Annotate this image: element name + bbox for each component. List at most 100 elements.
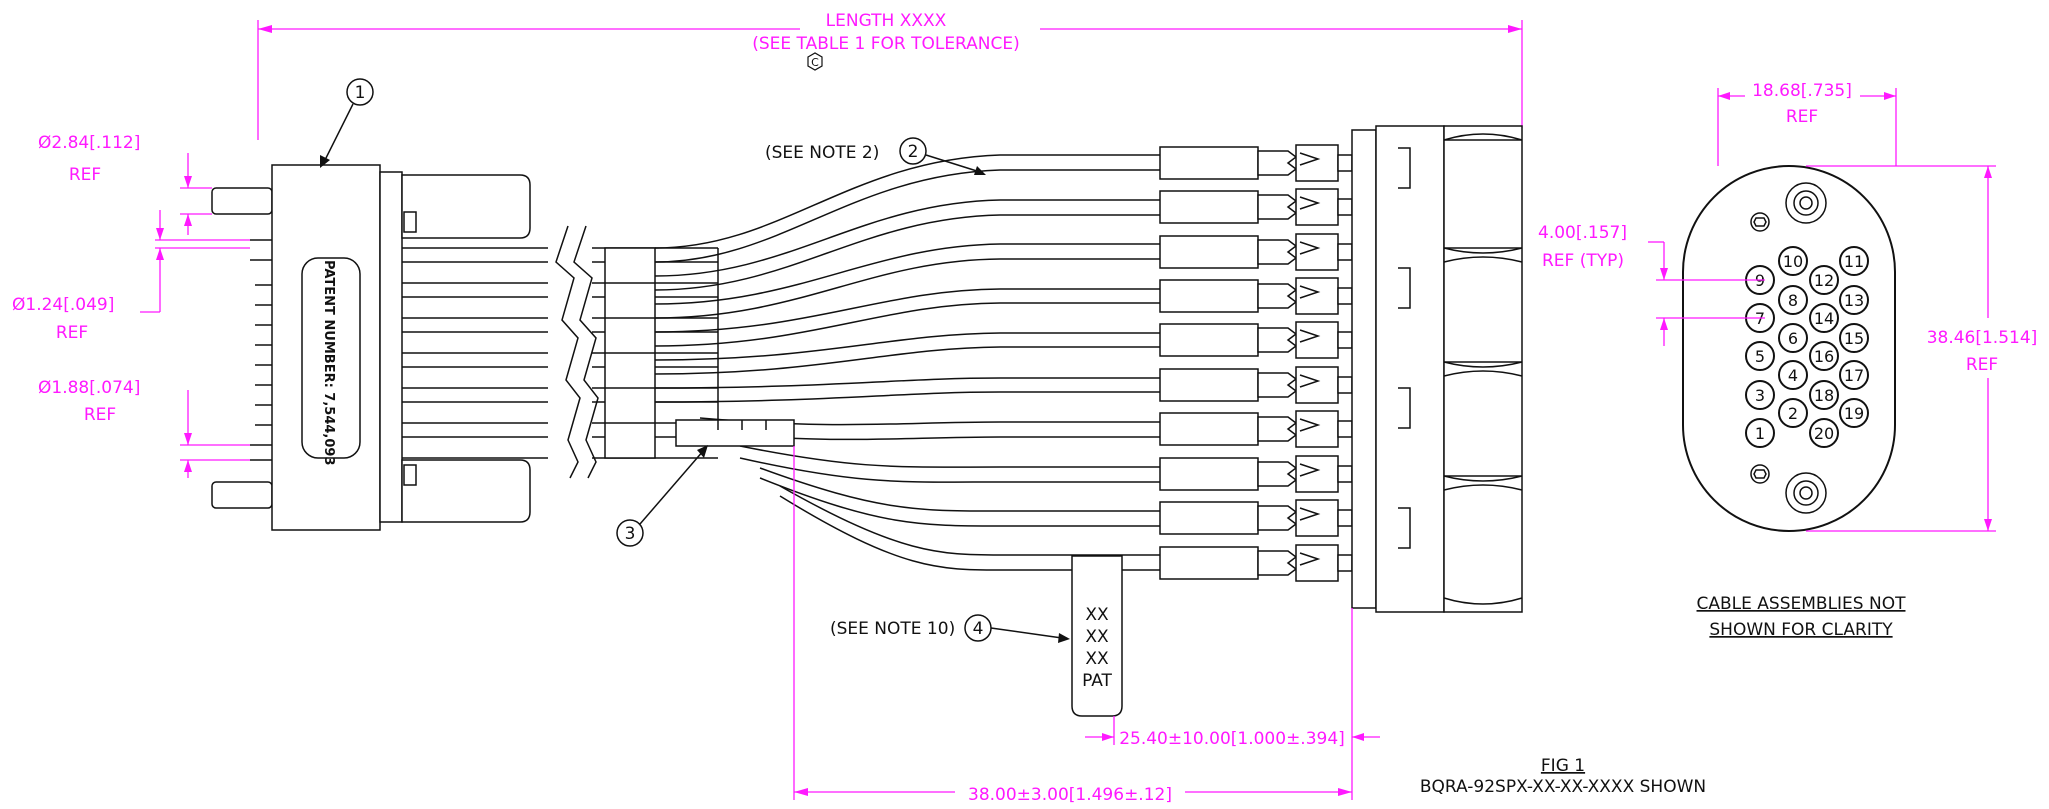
dim-pin-mid: Ø1.88[.074] (38, 378, 140, 398)
note-2-text: (SEE NOTE 2) (765, 143, 879, 163)
latch-tab-bottom (403, 464, 417, 486)
datum-c-label: C (811, 56, 819, 69)
rear-latch-bottom (401, 459, 531, 523)
ferrule (1159, 366, 1353, 404)
contact-socket (1778, 398, 1808, 428)
contact-number: 5 (1755, 347, 1765, 366)
contact-socket (1745, 380, 1775, 410)
contact-number: 8 (1788, 291, 1798, 310)
ferrule (1159, 233, 1353, 271)
contact-socket (1745, 418, 1775, 448)
contact-socket (1809, 341, 1839, 371)
dim-height: 38.46[1.514] (1927, 328, 2038, 348)
tag-line-1: XX (1085, 605, 1109, 625)
captions: CABLE ASSEMBLIES NOT SHOWN FOR CLARITY F… (1420, 594, 1906, 797)
contact-number: 20 (1814, 424, 1834, 443)
contact-number: 4 (1788, 366, 1798, 385)
dim-label-offset: 38.00±3.00[1.496±.12] (968, 785, 1172, 805)
bottom-dimensions: 25.40±10.00[1.000±.394] 38.00±3.00[1.496… (793, 446, 1380, 805)
dim-width-top-ref: REF (1786, 107, 1818, 127)
figure-caption: BQRA-92SPX-XX-XX-XXXX SHOWN (1420, 777, 1706, 797)
item-4-arrow (1058, 633, 1070, 643)
ferrule (1159, 321, 1353, 359)
contact-number: 15 (1844, 329, 1864, 348)
clarity-note-line-2: SHOWN FOR CLARITY (1709, 620, 1893, 640)
contact-socket (1778, 246, 1808, 276)
left-diameter-dimensions: Ø2.84[.112] REF Ø1.24[.049] REF Ø1.88[.0… (12, 133, 250, 478)
dim-socket-ref: REF (56, 323, 88, 343)
cable-sleeve (604, 247, 656, 459)
ferrule (1159, 188, 1353, 226)
contact-pin-stubs (250, 239, 272, 461)
contact-number: 11 (1844, 252, 1864, 271)
alignment-hex-top (1750, 212, 1770, 232)
item-1-arrow (320, 155, 330, 168)
contact-number: 13 (1844, 291, 1864, 310)
contact-socket (1809, 303, 1839, 333)
ferrule (1159, 499, 1353, 537)
item-2-callout: (SEE NOTE 2) 2 (765, 137, 986, 175)
dim-pin-large: Ø2.84[.112] (38, 133, 140, 153)
cable-fanout (654, 154, 1160, 571)
contact-socket (1809, 265, 1839, 295)
item-2-number: 2 (908, 142, 919, 162)
dim-pitch-ref: REF (TYP) (1542, 251, 1624, 271)
contact-socket (1778, 323, 1808, 353)
cable-ferrules (1159, 144, 1353, 582)
ferrule (1159, 544, 1353, 582)
contact-socket (1839, 246, 1869, 276)
length-title: LENGTH XXXX (826, 11, 947, 31)
item-3-arrow (697, 445, 708, 458)
contact-socket (1778, 360, 1808, 390)
figure-number: FIG 1 (1541, 756, 1585, 776)
item-2-balloon (899, 137, 927, 165)
tag-body (1071, 555, 1123, 717)
item-4-number: 4 (973, 619, 984, 639)
contact-number: 19 (1844, 404, 1864, 423)
item-3-balloon (616, 519, 644, 547)
item-2-arrow (974, 166, 986, 175)
connector-flange (379, 171, 403, 523)
contact-socket (1809, 380, 1839, 410)
contact-socket (1809, 418, 1839, 448)
patent-label-plate (301, 257, 361, 459)
item-1-number: 1 (355, 83, 366, 103)
marker-label: 3 (616, 419, 795, 547)
marker-label-body (675, 419, 795, 447)
rear-plate (1351, 129, 1377, 609)
contact-socket (1745, 341, 1775, 371)
dim-socket: Ø1.24[.049] (12, 295, 114, 315)
ferrule (1159, 410, 1353, 448)
ferrule (1159, 455, 1353, 493)
tag-line-3: XX (1085, 649, 1109, 669)
contact-number: 16 (1814, 347, 1834, 366)
ferrule (1159, 277, 1353, 315)
contact-number: 10 (1783, 252, 1803, 271)
body-slots (1398, 147, 1411, 549)
contact-number: 6 (1788, 329, 1798, 348)
contact-number: 3 (1755, 386, 1765, 405)
length-dimension: LENGTH XXXX (SEE TABLE 1 FOR TOLERANCE) … (257, 11, 1523, 140)
rear-latch-top (401, 174, 531, 239)
dim-tag-offset: 25.40±10.00[1.000±.394] (1119, 729, 1345, 749)
tag-line-4: PAT (1082, 671, 1112, 691)
ferrule (1159, 144, 1353, 182)
mount-screw-top (1785, 182, 1827, 224)
datum-c-hexagon (807, 52, 823, 71)
contact-number: 12 (1814, 271, 1834, 290)
contact-number: 2 (1788, 404, 1798, 423)
alignment-hex-bottom (1750, 464, 1770, 484)
contact-socket (1839, 323, 1869, 353)
clarity-note-line-1: CABLE ASSEMBLIES NOT (1697, 594, 1907, 614)
contact-number: 14 (1814, 309, 1834, 328)
coupling-nut (1443, 125, 1523, 613)
item-3-number: 3 (625, 524, 636, 544)
contact-socket (1839, 285, 1869, 315)
identification-tag: XX XX XX PAT (SEE NOTE 10) 4 (830, 555, 1123, 717)
contact-socket (1839, 360, 1869, 390)
dim-width-top: 18.68[.735] (1752, 81, 1852, 101)
latch-tab-top (403, 211, 417, 233)
left-connector: PATENT NUMBER: 7,544,093 1 (211, 78, 531, 531)
